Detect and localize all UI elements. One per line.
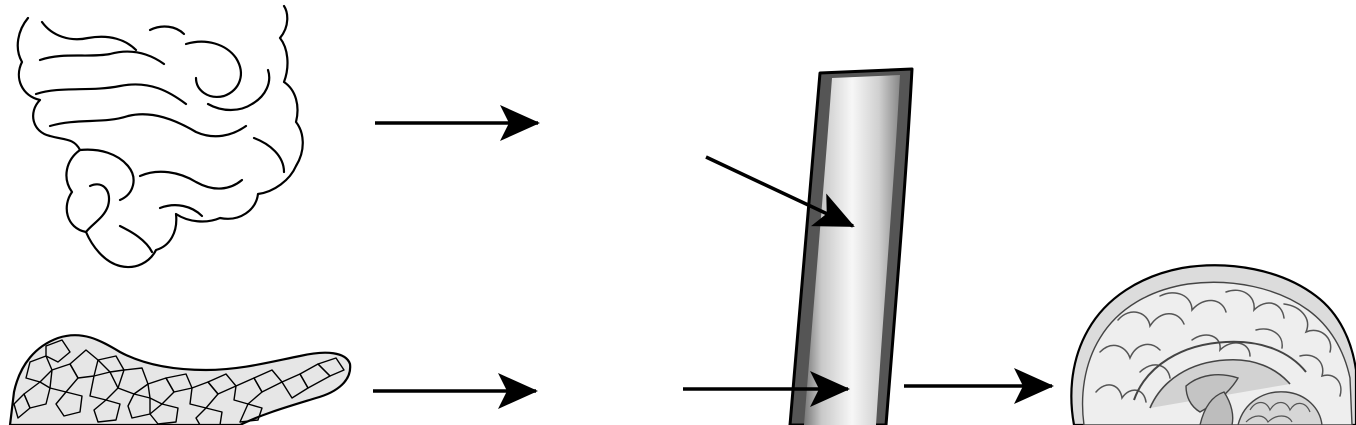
arrow-into-vessel-top bbox=[705, 155, 855, 228]
intestine-icon bbox=[16, 4, 304, 269]
brain-icon bbox=[1070, 264, 1356, 425]
arrows bbox=[373, 105, 1054, 409]
pancreas-icon bbox=[8, 334, 352, 425]
blood-vessel-icon bbox=[788, 67, 914, 425]
